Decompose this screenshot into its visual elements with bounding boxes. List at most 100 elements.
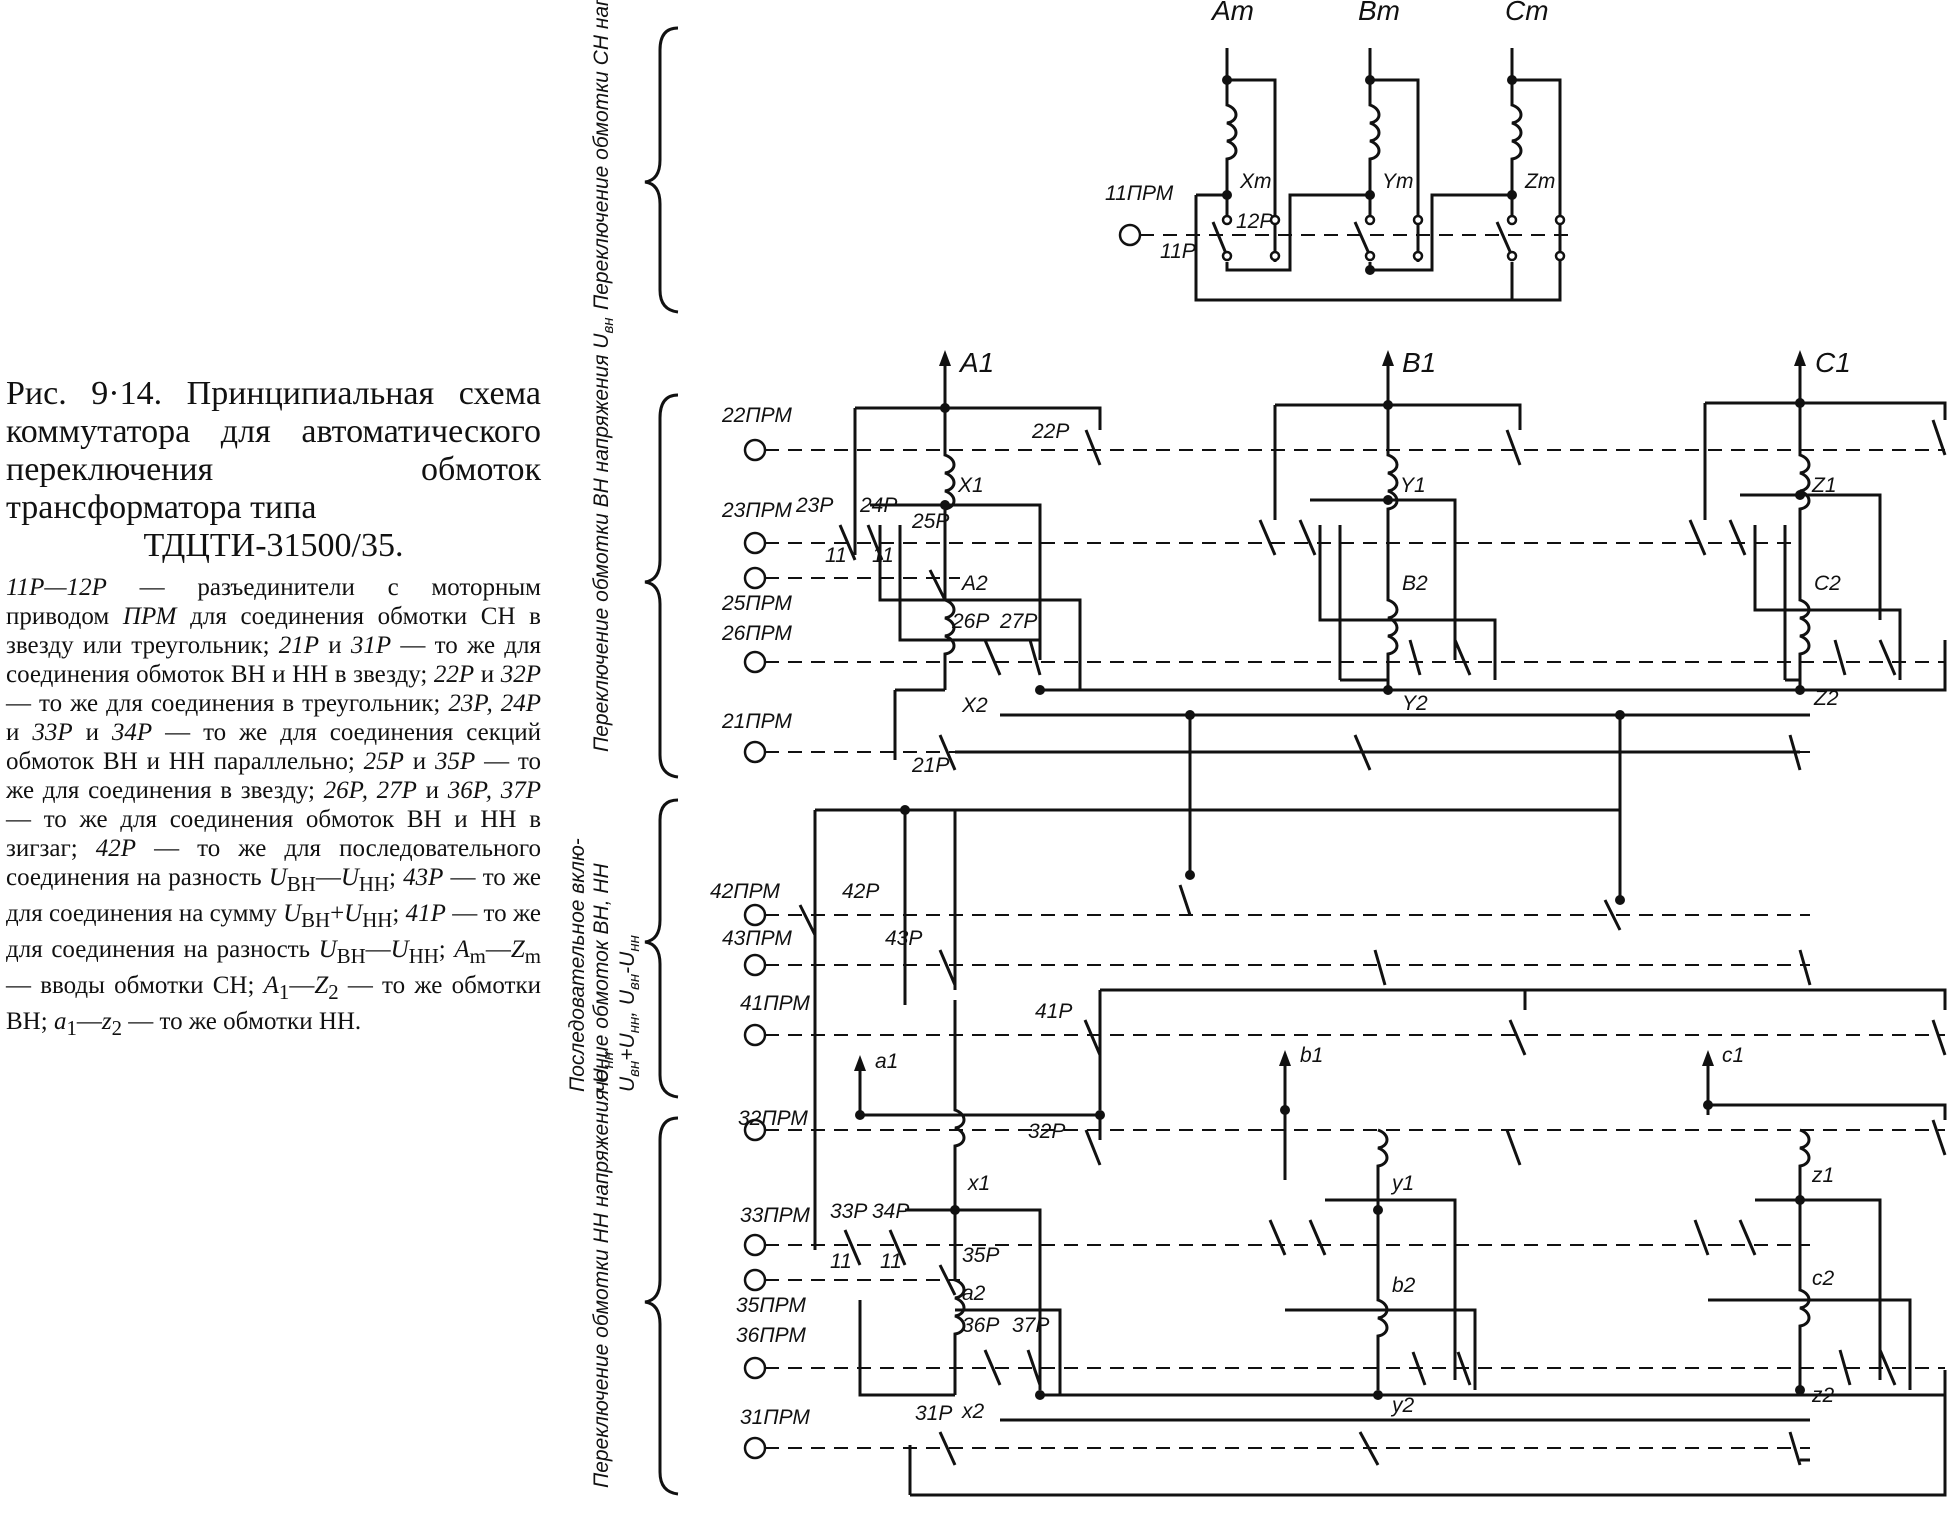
caption-run: — то же для соединения на разность bbox=[6, 900, 542, 963]
sw-32r: 32Р bbox=[1028, 1120, 1065, 1143]
terminal-a1: a1 bbox=[875, 1050, 898, 1073]
sn-section: Am Bm Cm Xm Ym Zm 11ПРМ 11Р 12Р bbox=[1105, 0, 1570, 302]
caption-run: U bbox=[283, 900, 302, 927]
terminal-c1: c1 bbox=[1722, 1044, 1744, 1067]
caption-run: U bbox=[344, 900, 363, 927]
drive-36prm: 36ПРМ bbox=[736, 1324, 806, 1347]
drive-26prm: 26ПРМ bbox=[721, 622, 792, 645]
caption-run: — bbox=[289, 972, 315, 999]
caption-run: НН bbox=[358, 872, 389, 896]
caption-run: A bbox=[454, 936, 470, 963]
caption-run: и bbox=[6, 719, 33, 746]
caption-run: — то же обмотки НН. bbox=[122, 1008, 362, 1035]
caption-run: U bbox=[268, 864, 287, 891]
caption-transformer-type: ТДЦТИ-31500/35. bbox=[143, 527, 404, 564]
drive-35prm: 35ПРМ bbox=[736, 1294, 806, 1317]
caption-legend: 11Р—12Р — разъединители с моторным приво… bbox=[6, 573, 541, 1043]
caption-run: — bbox=[76, 1008, 102, 1035]
sw-27r: 27Р bbox=[999, 610, 1037, 633]
caption-run: и bbox=[319, 632, 351, 659]
terminal-Am: Am bbox=[1210, 0, 1254, 26]
end-Ym: Ym bbox=[1382, 170, 1414, 193]
sw-11b: 11 bbox=[872, 544, 894, 567]
seq-section: 42ПРМ 43ПРМ 41ПРМ 42Р 43Р 41Р bbox=[710, 715, 1947, 1250]
end-y2: y2 bbox=[1390, 1394, 1415, 1417]
caption-run: — разъединители с моторным приводом bbox=[6, 574, 541, 630]
end-Zm: Zm bbox=[1524, 170, 1555, 193]
caption-run: — то же для соединения на сумму bbox=[6, 864, 541, 927]
vn-section: A1 B1 C1 X1 Y1 Z1 A2 B2 C2 X2 Y2 Z2 22ПР… bbox=[721, 347, 1947, 777]
sw-12r: 12Р bbox=[1236, 210, 1273, 233]
mid-c2: c2 bbox=[1812, 1267, 1835, 1290]
caption-run: — bbox=[485, 936, 511, 963]
sw-25r: 25Р bbox=[911, 510, 949, 533]
caption-run: + bbox=[330, 900, 345, 927]
caption-run: 43Р bbox=[403, 864, 444, 891]
caption-run: НН bbox=[408, 944, 439, 968]
caption-run: ПРМ bbox=[122, 603, 177, 630]
bracket-label-seq-3: Uвн+Uнн, Uвн-Uнн bbox=[616, 935, 643, 1092]
bracket-nn bbox=[644, 1116, 679, 1496]
caption-run: U bbox=[318, 936, 337, 963]
sw-23r: 23Р bbox=[795, 494, 833, 517]
sw-31r: 31Р bbox=[915, 1402, 952, 1425]
sw-21r: 21Р bbox=[911, 754, 949, 777]
sw-11r: 11Р bbox=[1160, 240, 1196, 263]
caption-run: U bbox=[390, 936, 409, 963]
caption-run: 34Р bbox=[111, 719, 153, 746]
terminal-b1: b1 bbox=[1300, 1044, 1323, 1067]
caption-run: 23Р, 24Р bbox=[448, 690, 541, 717]
caption-run: и bbox=[72, 719, 112, 746]
caption-run: ВН bbox=[336, 944, 366, 968]
sw-41r: 41Р bbox=[1035, 1000, 1072, 1023]
terminal-A1: A1 bbox=[958, 347, 994, 378]
bracket-seq bbox=[644, 798, 679, 1099]
mid-A2: A2 bbox=[960, 572, 988, 595]
caption-run: 36Р, 37Р bbox=[447, 777, 541, 804]
mid-B2: B2 bbox=[1402, 572, 1428, 595]
caption-run: — то же для соединения в звезду; bbox=[6, 748, 541, 804]
sw-35r: 35Р bbox=[962, 1244, 999, 1267]
drive-23prm: 23ПРМ bbox=[721, 499, 792, 522]
caption-run: 41Р bbox=[405, 900, 446, 927]
caption-run: — то же для соединения обмоток ВН и НН в… bbox=[6, 632, 541, 688]
caption-run: 26Р, 27Р bbox=[323, 777, 417, 804]
sw-24r: 24Р bbox=[859, 494, 897, 517]
caption-run: НН bbox=[362, 908, 393, 932]
end-Xm: Xm bbox=[1239, 170, 1272, 193]
bracket-sn bbox=[644, 26, 679, 314]
bracket-label-nn: Переключение обмотки НН напряжения Uнн bbox=[590, 1052, 617, 1488]
sw-42r: 42Р bbox=[842, 880, 879, 903]
sw-22r: 22Р bbox=[1031, 420, 1069, 443]
mid-a2: a2 bbox=[962, 1282, 986, 1305]
end-z1: z1 bbox=[1811, 1164, 1834, 1187]
caption-run: и bbox=[474, 661, 501, 688]
caption-run: — то же для соединения секций обмоток ВН… bbox=[6, 719, 541, 775]
bracket-label-seq-2: чение обмоток ВН, НН bbox=[590, 862, 613, 1092]
terminal-C1: C1 bbox=[1815, 347, 1851, 378]
terminal-Cm: Cm bbox=[1505, 0, 1549, 26]
caption-run: 1 bbox=[278, 980, 290, 1004]
drive-25prm: 25ПРМ bbox=[721, 592, 792, 615]
drive-42prm: 42ПРМ bbox=[710, 880, 780, 903]
drive-43prm: 43ПРМ bbox=[722, 927, 792, 950]
drive-32prm: 32ПРМ bbox=[738, 1107, 808, 1130]
drive-22prm: 22ПРМ bbox=[721, 404, 792, 427]
sw-43r: 43Р bbox=[885, 927, 922, 950]
sw-37r: 37Р bbox=[1012, 1314, 1049, 1337]
caption-run: 1 bbox=[66, 1016, 77, 1040]
end-X2: X2 bbox=[961, 694, 988, 717]
drive-31prm: 31ПРМ bbox=[740, 1406, 810, 1429]
caption-run: 11Р—12Р bbox=[6, 574, 107, 601]
caption-run: 35Р bbox=[434, 748, 476, 775]
bracket-label-seq-1: Последовательное вклю- bbox=[566, 838, 589, 1092]
end-X1: X1 bbox=[957, 474, 984, 497]
caption-run: z bbox=[101, 1008, 112, 1035]
caption-run: 22Р bbox=[433, 661, 475, 688]
sw-34r: 34Р bbox=[872, 1200, 909, 1223]
caption-run: — bbox=[365, 936, 391, 963]
caption-run: ; bbox=[438, 936, 455, 963]
caption-run: 25Р bbox=[363, 748, 404, 775]
caption-run: 31Р bbox=[350, 632, 392, 659]
